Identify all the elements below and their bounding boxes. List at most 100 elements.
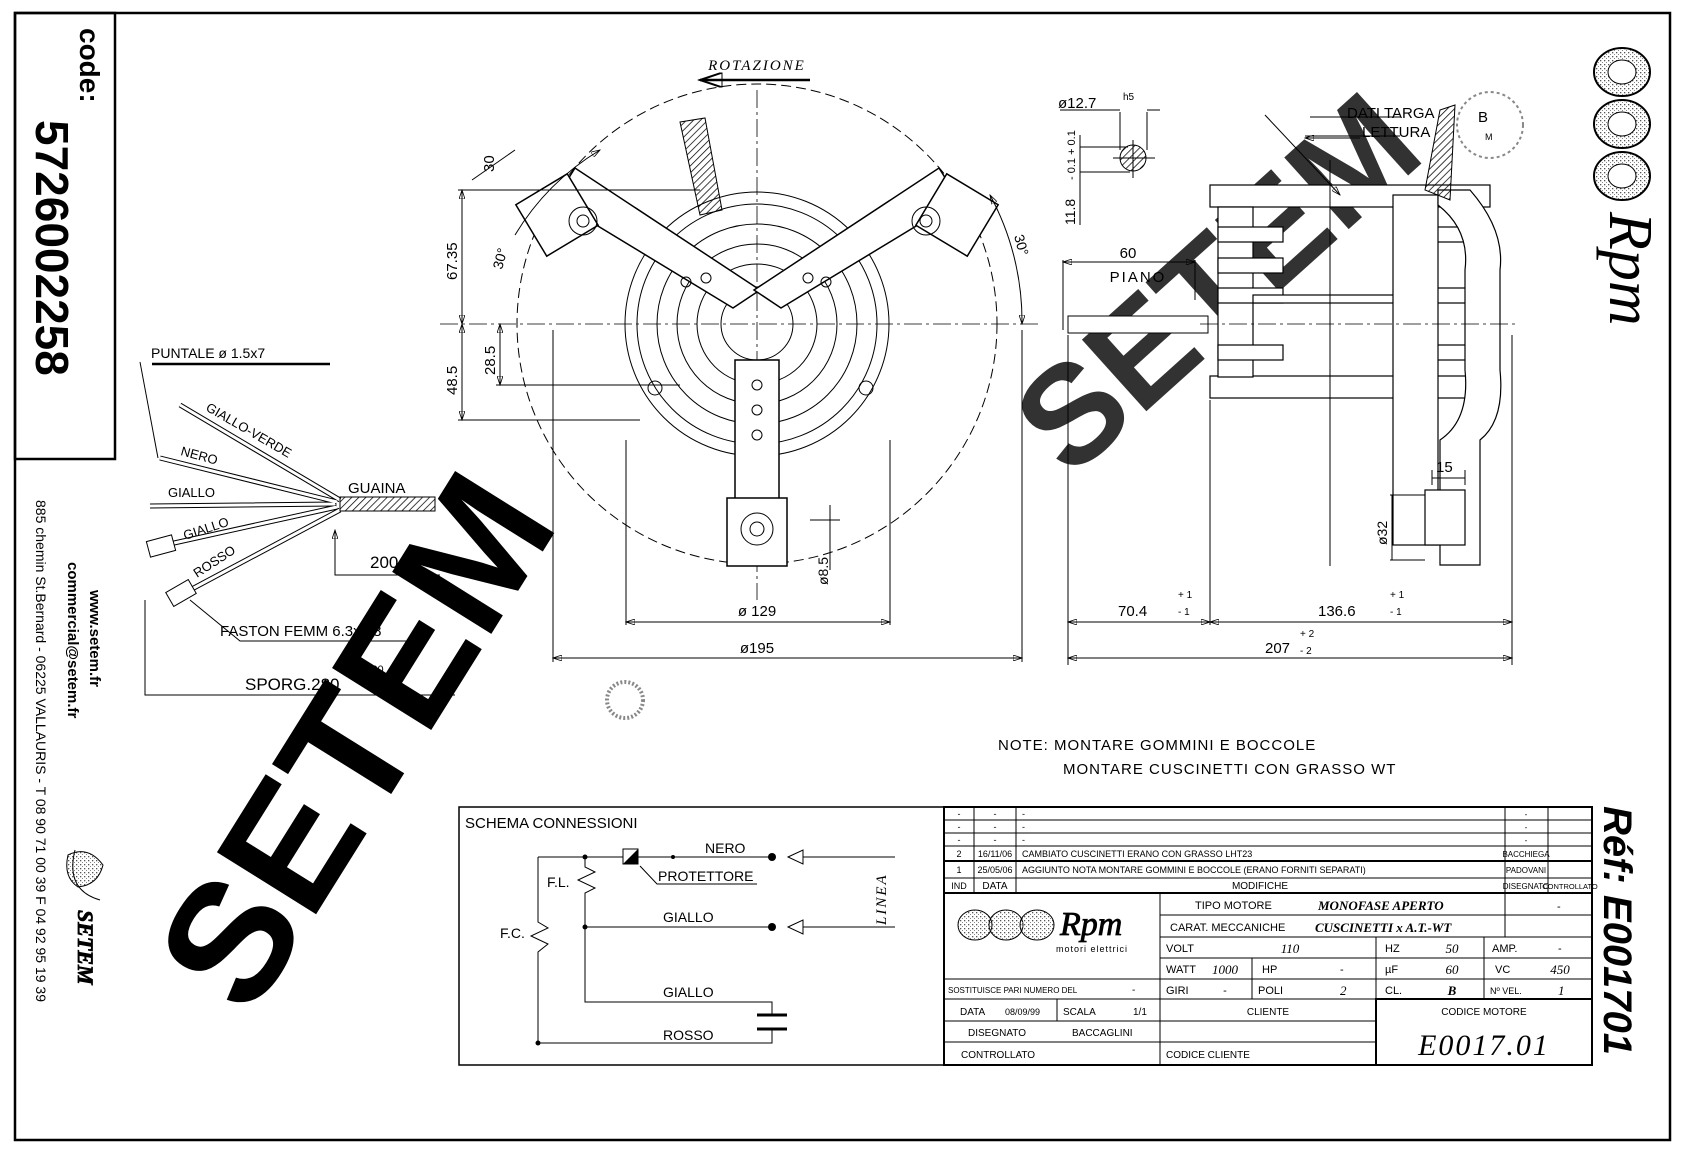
vc-label: VC	[1495, 964, 1510, 976]
front-view: ROTAZIONE	[440, 58, 1040, 662]
dim-67-35: 67.35	[444, 242, 461, 280]
dim-48-5: 48.5	[444, 366, 461, 395]
note-line-1: NOTE: MONTARE GOMMINI E BOCCOLE	[998, 737, 1316, 754]
dim-207-tol-minus: - 2	[1300, 646, 1312, 657]
poli-label: POLI	[1258, 985, 1283, 997]
schema-rosso: ROSSO	[663, 1027, 714, 1043]
dim-8-5: ø8.5	[815, 557, 831, 585]
guaina-label: GUAINA	[348, 480, 406, 497]
setem-bird-logo	[66, 849, 104, 901]
cl-value: B	[1447, 983, 1457, 998]
dim-70-4: 70.4	[1118, 603, 1147, 620]
code-value: 5726002258	[26, 120, 78, 376]
revision-modifica: AGGIUNTO NOTA MONTARE GOMMINI E BOCCOLE …	[1022, 865, 1366, 875]
header-ind: IND	[951, 881, 967, 891]
sporg-tolerance-plus: +30	[365, 664, 384, 676]
dim-60: 60	[1120, 245, 1137, 262]
amp-label: AMP.	[1492, 943, 1517, 955]
logo-subtitle: motori elettrici	[1056, 944, 1128, 954]
rpm-logo-small: Rpm motori elettrici	[957, 906, 1128, 954]
uf-value: 60	[1446, 962, 1460, 977]
amp-value: -	[1558, 943, 1562, 955]
header-disegnato: DISEGNATO	[1503, 882, 1549, 891]
revision-disegnato: -	[1525, 810, 1528, 819]
hp-label: HP	[1262, 964, 1277, 976]
dim-200: 200	[370, 553, 398, 572]
dim-30: 30	[481, 155, 498, 172]
revision-data: 25/05/06	[977, 865, 1012, 875]
giri-value: -	[1223, 985, 1227, 997]
dim-207-tol-plus: + 2	[1300, 629, 1315, 640]
flat-tolerance: - 0.1 + 0.1	[1066, 130, 1078, 180]
revision-ind: 2	[956, 849, 961, 859]
side-view: ø12.7 h5 11.8 - 0.1 + 0.1 60 PIANO	[1058, 91, 1524, 665]
hp-value: -	[1340, 964, 1344, 976]
revision-row: ----	[958, 835, 1528, 845]
vel-label: Nº VEL.	[1490, 986, 1522, 996]
connection-schema: SCHEMA CONNESSIONI NERO PROTETTORE GIALL…	[458, 806, 945, 1066]
tipo-motore-value: MONOFASE APERTO	[1317, 898, 1444, 913]
title-block: - - - - - - - - - - - - 2 16/11/06 CAMBIATO CUSCINETTI…	[943, 806, 1598, 1066]
dim-angle-30-left: 30°	[489, 246, 510, 271]
revision-row: 2 16/11/06 CAMBIATO CUSCINETTI ERANO CON G…	[956, 849, 1550, 859]
dim-32: ø32	[1374, 521, 1390, 545]
tipo-extra-value: -	[1557, 901, 1561, 913]
header-controllato: CONTROLLATO	[1542, 882, 1598, 891]
revision-row: ----	[958, 809, 1528, 819]
revision-data: 16/11/06	[978, 849, 1012, 859]
disegnato-label: DISEGNATO	[968, 1028, 1026, 1039]
controllato-label: CONTROLLATO	[961, 1050, 1035, 1061]
revision-row: ----	[958, 822, 1528, 832]
giallo-label-2: GIALLO	[181, 514, 230, 543]
volt-value: 110	[1281, 941, 1300, 956]
schema-nero: NERO	[705, 840, 746, 856]
code-panel: code: 5726002258 www.setem.fr commercial…	[13, 11, 117, 1002]
dim-136-6-tol-minus: - 1	[1390, 607, 1402, 618]
revision-disegnato: PADOVANI	[1506, 866, 1546, 875]
schema-title: SCHEMA CONNESSIONI	[465, 815, 638, 832]
email: commercial@setem.fr	[64, 562, 81, 719]
schema-linea: LINEA	[874, 873, 890, 926]
address: 885 chemin St.Bernard - 06225 VALLAURIS …	[33, 500, 49, 1002]
uf-label: µF	[1385, 964, 1398, 976]
dim-129: ø 129	[738, 603, 776, 620]
dim-136-6: 136.6	[1318, 603, 1356, 620]
logo-text: Rpm	[1059, 906, 1122, 943]
revision-ind: -	[958, 822, 961, 832]
header-modifiche: MODIFICHE	[1232, 881, 1288, 892]
puntale-label: PUNTALE ø 1.5x7	[151, 345, 265, 361]
rpm-logo: Rpm	[1593, 47, 1664, 326]
dim-angle-30-right: 30°	[1011, 233, 1032, 258]
poli-value: 2	[1340, 983, 1347, 998]
revision-modifica: -	[1022, 835, 1025, 845]
hz-value: 50	[1446, 941, 1460, 956]
codice-motore-label: CODICE MOTORE	[1441, 1007, 1527, 1018]
revision-modifica: -	[1022, 809, 1025, 819]
rpm-logo-text: Rpm	[1596, 211, 1664, 326]
carat-value: CUSCINETTI x A.T.-WT	[1315, 920, 1452, 935]
disegnato-value: BACCAGLINI	[1072, 1028, 1133, 1039]
codice-motore-value: E0017.01	[1417, 1029, 1550, 1062]
revision-modifica: CAMBIATO CUSCINETTI ERANO CON GRASSO LHT…	[1022, 849, 1252, 859]
hz-label: HZ	[1385, 943, 1400, 955]
website: www.setem.fr	[86, 589, 103, 687]
drawing-border	[13, 11, 1672, 1142]
cliente-label: CLIENTE	[1247, 1007, 1290, 1018]
faston-label: FASTON FEMM 6.3x0.8	[220, 623, 381, 640]
revision-ind: -	[958, 835, 961, 845]
detail-m-label: M	[1485, 132, 1493, 142]
dim-207: 207	[1265, 640, 1290, 657]
shaft-diameter-label: ø12.7	[1058, 95, 1096, 112]
note-line-2: MONTARE CUSCINETTI CON GRASSO WT	[1063, 761, 1396, 778]
revision-disegnato: -	[1525, 823, 1528, 832]
sostituisce-value: -	[1132, 985, 1135, 996]
piano-label: PIANO	[1110, 269, 1167, 286]
registered-mark	[605, 680, 645, 720]
setem-brand: SETEM	[73, 910, 98, 986]
revision-data: -	[994, 835, 997, 845]
dim-136-6-tol-plus: + 1	[1390, 590, 1405, 601]
giallo-label: GIALLO	[168, 485, 215, 500]
dim-15: 15	[1436, 459, 1453, 476]
